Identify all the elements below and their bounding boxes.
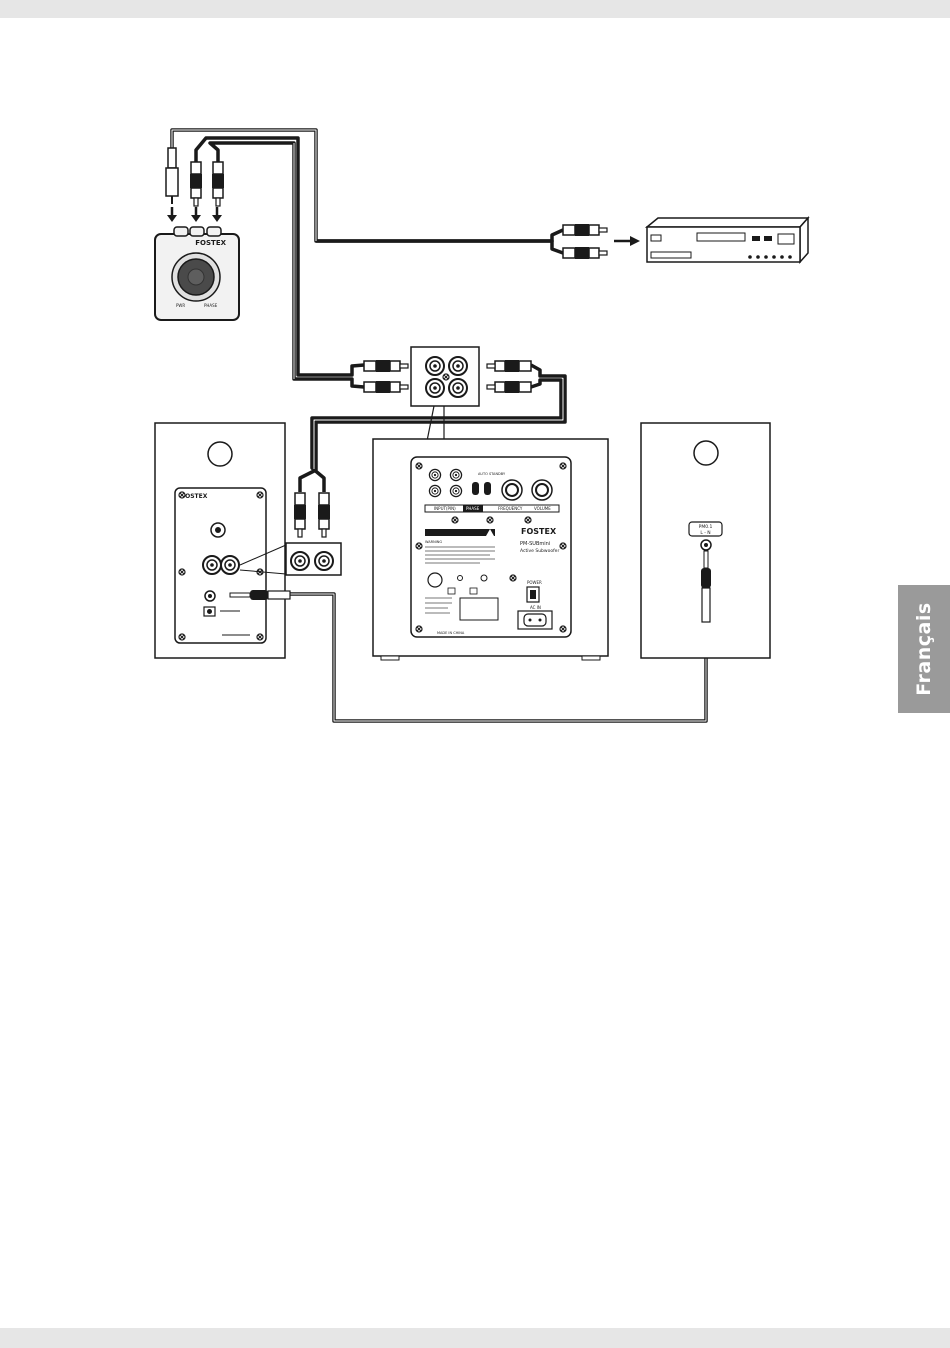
sub-brand: FOSTEX	[521, 527, 557, 536]
rca-plug-out-white	[487, 360, 531, 372]
arrow-down-icon	[212, 207, 222, 222]
cable-controller-to-cd	[172, 130, 563, 241]
arrow-down-icon	[167, 207, 177, 222]
sub-made-in-label: MADE IN CHINA	[437, 631, 465, 635]
rca-plug-cd-upper	[563, 224, 607, 236]
rca-plug-white	[190, 162, 202, 206]
sub-volume-label: VOLUME	[534, 506, 551, 511]
right-badge-line2: L - N	[700, 530, 710, 536]
rca-plug-in-white	[364, 360, 408, 372]
mini-plug	[166, 148, 178, 204]
left-speaker: FOSTEX	[155, 423, 290, 658]
arrow-right-icon	[614, 236, 640, 246]
rca-plug-out-red	[487, 381, 531, 393]
rca-plug-cd-lower	[563, 247, 607, 259]
rca-plug-in-red	[364, 381, 408, 393]
sub-power-label: POWER	[527, 580, 542, 585]
language-tab-label: Français	[898, 585, 950, 713]
controller-brand: FOSTEX	[195, 239, 226, 247]
sub-type-label: Active Subwoofer	[520, 548, 559, 554]
arrow-down-icon	[191, 207, 201, 222]
rca-plug-red	[212, 162, 224, 206]
right-badge-line1: PM0.1	[699, 524, 713, 530]
sub-ac-in-label: AC IN	[530, 605, 541, 610]
controller-phase-label: PHASE	[204, 303, 218, 308]
volume-controller: FOSTEX PWR PHASE	[155, 227, 239, 320]
sub-model-label: PM-SUBmini	[520, 541, 550, 547]
sub-frequency-label: FREQUENCY	[498, 506, 523, 511]
speaker-input-zoom-box	[286, 543, 341, 575]
right-speaker: PM0.1 L - N	[641, 423, 770, 658]
cd-player	[647, 218, 808, 262]
sub-input-label: INPUT(PIN)	[434, 506, 456, 511]
sub-auto-standby-label: AUTO STANDBY	[478, 472, 506, 476]
controller-pwr-label: PWR	[176, 303, 185, 308]
sub-phase-label: PHASE	[466, 506, 480, 511]
rca-plug-left-speaker-white	[294, 493, 306, 537]
sub-warning-label: WARNING	[425, 540, 442, 544]
subwoofer: AUTO STANDBY INPUT(PIN) PHASE FREQUENCY …	[373, 439, 608, 660]
rca-plug-left-speaker-red	[318, 493, 330, 537]
language-tab[interactable]: Français	[898, 585, 950, 713]
